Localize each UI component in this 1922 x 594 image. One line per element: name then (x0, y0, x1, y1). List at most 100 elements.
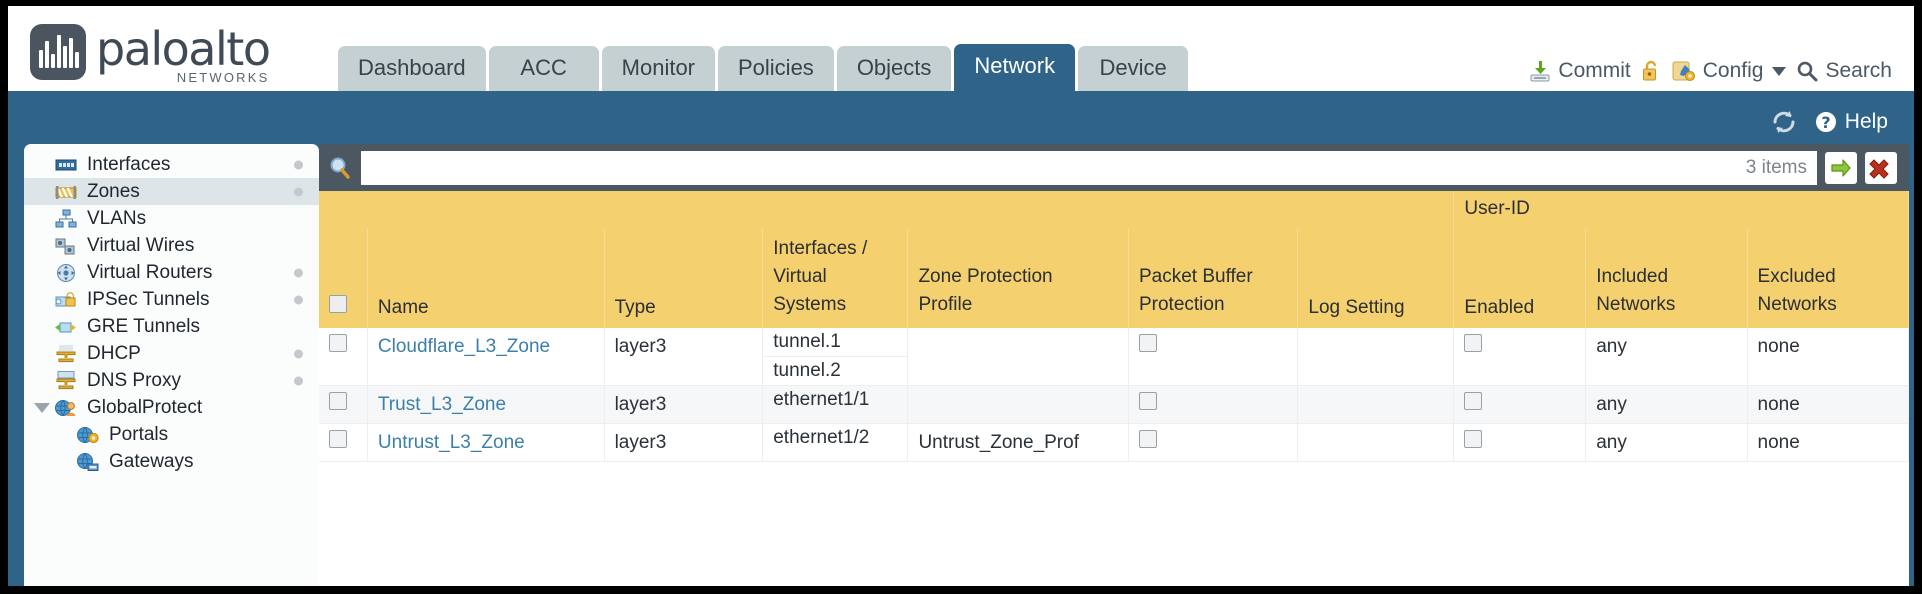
sidebar-item-dhcp[interactable]: DHCP (24, 340, 319, 367)
nav-tab-network[interactable]: Network (954, 44, 1076, 91)
sidebar-item-globalprotect[interactable]: GlobalProtect (24, 394, 319, 421)
commit-button[interactable]: Commit (1528, 59, 1631, 83)
zone-name-link[interactable]: Cloudflare_L3_Zone (377, 336, 551, 357)
cell-zone-protection-profile (907, 385, 1129, 424)
sidebar-item-status-dot (294, 295, 303, 304)
cell-name[interactable]: Untrust_L3_Zone (367, 423, 605, 462)
packet-buffer-protection-checkbox[interactable] (1138, 334, 1157, 352)
ipsec-tunnels-icon (55, 291, 76, 306)
userid-enabled-checkbox[interactable] (1464, 334, 1483, 352)
portals-icon (76, 425, 102, 445)
cell-zone-protection-profile: Untrust_Zone_Prof (907, 423, 1129, 462)
col-included-networks[interactable]: Included Networks (1585, 229, 1748, 328)
sidebar-item-portals[interactable]: Portals (24, 421, 319, 448)
col-excluded-networks[interactable]: Excluded Networks (1747, 229, 1909, 328)
expand-triangle-icon[interactable] (34, 402, 50, 413)
cell-included-networks: any (1585, 328, 1748, 386)
nav-tab-device[interactable]: Device (1078, 46, 1189, 91)
select-all-checkbox[interactable] (329, 295, 347, 313)
cell-included-networks: any (1585, 423, 1748, 462)
col-userid-enabled[interactable]: Enabled (1453, 229, 1587, 328)
sidebar-item-virtual-wires[interactable]: Virtual Wires (24, 232, 319, 259)
col-name[interactable]: Name (367, 229, 605, 328)
sidebar-item-ipsec-tunnels[interactable]: IPSec Tunnels (24, 286, 319, 313)
filter-bar: 3 items (319, 144, 1909, 191)
apply-filter-button[interactable] (1825, 151, 1857, 184)
virtual-routers-icon (57, 263, 75, 282)
zone-name-link[interactable]: Trust_L3_Zone (377, 394, 507, 415)
sidebar-item-gateways[interactable]: Gateways (24, 448, 319, 475)
userid-enabled-checkbox[interactable] (1464, 392, 1483, 410)
cell-packet-buffer-protection[interactable] (1128, 385, 1299, 424)
items-count: 3 items (1745, 156, 1807, 178)
cell-packet-buffer-protection[interactable] (1128, 328, 1299, 386)
cell-type: layer3 (604, 423, 764, 462)
sidebar-item-zones[interactable]: Zones (24, 178, 319, 205)
row-checkbox[interactable] (329, 334, 347, 352)
col-packet-buffer-protection[interactable]: Packet Buffer Protection (1128, 229, 1299, 328)
packet-buffer-protection-checkbox[interactable] (1138, 430, 1157, 448)
config-menu[interactable]: Config (1671, 59, 1787, 83)
cell-name[interactable]: Trust_L3_Zone (367, 385, 605, 424)
portals-icon (77, 426, 99, 443)
col-interfaces[interactable]: Interfaces / Virtual Systems (762, 229, 909, 328)
nav-tab-monitor[interactable]: Monitor (601, 46, 715, 91)
help-button[interactable]: ? Help (1813, 109, 1888, 135)
nav-tab-objects[interactable]: Objects (836, 46, 952, 91)
clear-filter-button[interactable] (1865, 151, 1897, 184)
sidebar-item-status-dot (294, 268, 303, 277)
sidebar-item-dns-proxy[interactable]: DNS Proxy (24, 367, 319, 394)
nav-tab-acc[interactable]: ACC (488, 46, 599, 91)
col-type[interactable]: Type (604, 229, 764, 328)
col-zone-protection-profile[interactable]: Zone Protection Profile (907, 229, 1129, 328)
nav-tab-policies[interactable]: Policies (718, 46, 834, 91)
zone-name-link[interactable]: Untrust_L3_Zone (377, 432, 525, 453)
virtual-wires-icon (54, 236, 80, 256)
zones-icon (55, 185, 77, 199)
sidebar-item-label: DHCP (87, 342, 141, 364)
cell-name[interactable]: Cloudflare_L3_Zone (367, 328, 605, 386)
filter-input[interactable]: 3 items (361, 150, 1817, 185)
sidebar-item-gre-tunnels[interactable]: GRE Tunnels (24, 313, 319, 340)
vlans-icon (55, 209, 77, 227)
unlock-icon (1642, 60, 1656, 81)
sidebar-item-vlans[interactable]: VLANs (24, 205, 319, 232)
packet-buffer-protection-checkbox[interactable] (1138, 392, 1157, 410)
cell-type: layer3 (604, 328, 764, 386)
row-select-cell[interactable] (319, 423, 368, 462)
cell-zone-protection-profile (907, 328, 1129, 386)
cell-excluded-networks: none (1747, 328, 1909, 386)
select-all-header[interactable] (319, 229, 368, 328)
search-button[interactable]: Search (1795, 59, 1892, 83)
ipsec-tunnels-icon (54, 290, 80, 310)
refresh-icon[interactable] (1769, 109, 1799, 135)
col-log-setting[interactable]: Log Setting (1297, 229, 1455, 328)
row-checkbox[interactable] (329, 392, 347, 410)
cell-userid-enabled[interactable] (1453, 423, 1587, 462)
userid-enabled-checkbox[interactable] (1464, 430, 1483, 448)
content-panel: 3 items (319, 144, 1909, 586)
cell-packet-buffer-protection[interactable] (1128, 423, 1299, 462)
row-select-cell[interactable] (319, 385, 368, 424)
globalprotect-icon (55, 399, 76, 416)
nav-tab-dashboard[interactable]: Dashboard (338, 46, 486, 91)
sidebar-item-interfaces[interactable]: Interfaces (24, 151, 319, 178)
row-select-cell[interactable] (319, 328, 368, 386)
cell-userid-enabled[interactable] (1453, 385, 1587, 424)
sidebar-item-virtual-routers[interactable]: Virtual Routers (24, 259, 319, 286)
lock-button[interactable] (1640, 59, 1662, 83)
cell-userid-enabled[interactable] (1453, 328, 1587, 386)
cell-log-setting (1297, 423, 1455, 462)
filter-search-icon[interactable] (327, 155, 353, 181)
row-checkbox[interactable] (329, 430, 347, 448)
sidebar-item-label: Interfaces (87, 153, 171, 175)
cell-interfaces: ethernet1/2 (762, 423, 909, 462)
